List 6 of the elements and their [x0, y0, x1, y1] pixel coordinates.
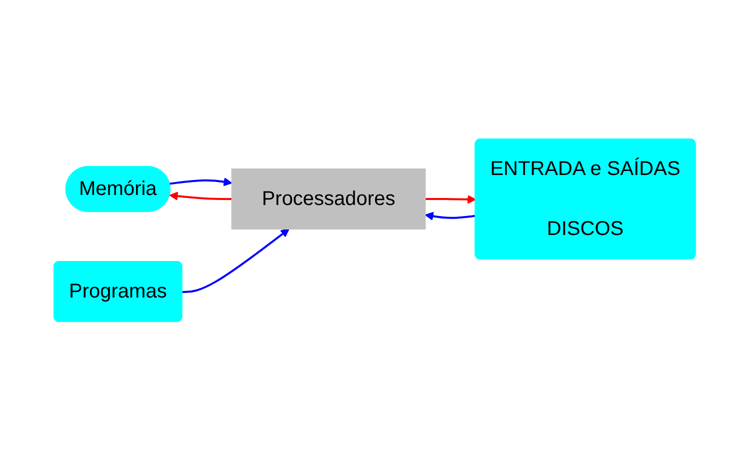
arrow	[426, 195, 476, 204]
arrow	[170, 192, 232, 201]
arrow	[170, 178, 233, 186]
arrow	[425, 212, 476, 221]
arrow	[182, 228, 290, 294]
node-box: Processadores	[232, 168, 426, 230]
